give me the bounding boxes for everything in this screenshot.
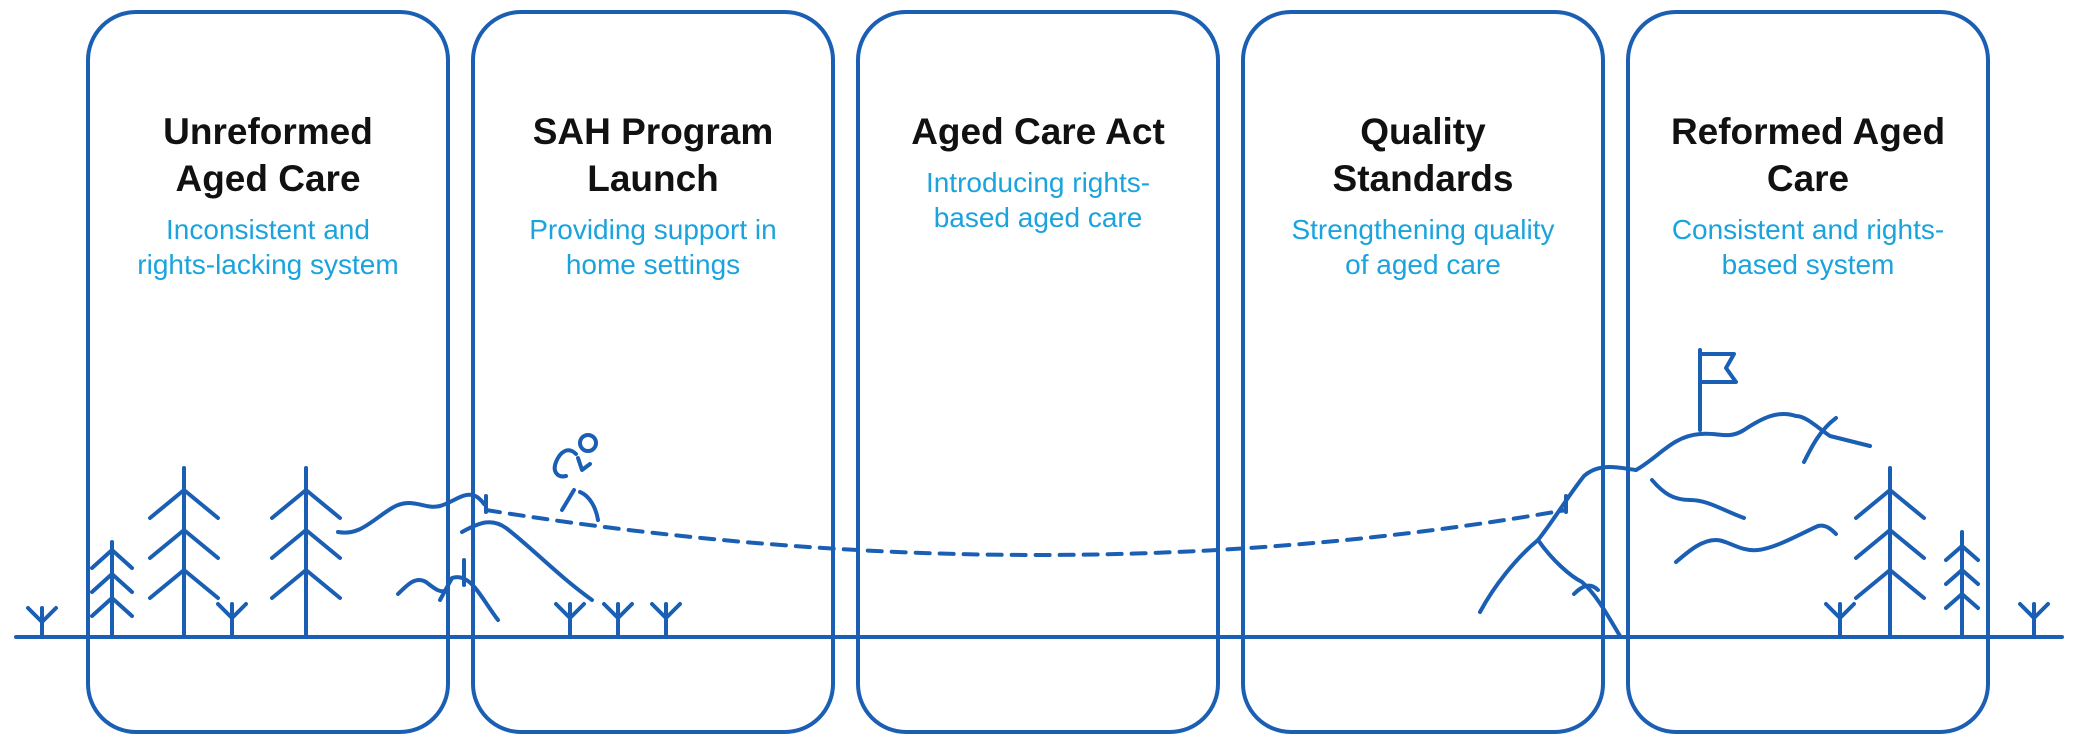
stage-panel-5 — [1626, 10, 1990, 734]
stage-panel-4 — [1241, 10, 1605, 734]
stage-4-title: Quality Standards — [1332, 111, 1514, 199]
stage-5-subtitle: Consistent and rights- based system — [1671, 214, 1945, 280]
grass-tuft-icon — [650, 602, 682, 639]
grass-tuft-icon — [1824, 602, 1856, 639]
grass-tuft-icon — [216, 602, 248, 639]
mountain-icon — [336, 492, 594, 622]
stage-1-title: Unreformed Aged Care — [163, 111, 373, 199]
grass-tuft-icon — [554, 602, 586, 639]
stage-1-text: Unreformed Aged Care Inconsistent and ri… — [98, 108, 438, 282]
stage-2-title: SAH Program Launch — [532, 111, 774, 199]
grass-tuft-icon — [26, 606, 58, 639]
grass-tuft-icon — [2018, 602, 2050, 639]
tree-icon — [90, 540, 134, 639]
stage-5-title: Reformed Aged Care — [1670, 111, 1946, 199]
stage-2-text: SAH Program Launch Providing support in … — [483, 108, 823, 282]
rope-bridge-path — [484, 508, 1568, 557]
tree-icon — [1944, 530, 1980, 639]
stage-1-subtitle: Inconsistent and rights-lacking system — [137, 214, 399, 280]
mountain-icon — [1478, 411, 1872, 638]
tree-icon — [270, 466, 342, 639]
stage-5-text: Reformed Aged Care Consistent and rights… — [1638, 108, 1978, 282]
tree-icon — [1854, 466, 1926, 639]
grass-tuft-icon — [602, 602, 634, 639]
stage-panel-1 — [86, 10, 450, 734]
stage-3-text: Aged Care Act Introducing rights- based … — [868, 108, 1208, 235]
stage-panel-3 — [856, 10, 1220, 734]
stage-4-subtitle: Strengthening quality of aged care — [1291, 214, 1555, 280]
tree-icon — [148, 466, 220, 639]
stage-2-subtitle: Providing support in home settings — [529, 214, 777, 280]
hiker-icon — [552, 433, 600, 522]
stage-3-title: Aged Care Act — [911, 111, 1165, 152]
stage-3-subtitle: Introducing rights- based aged care — [925, 167, 1151, 233]
stage-panel-2 — [471, 10, 835, 734]
stage-4-text: Quality Standards Strengthening quality … — [1253, 108, 1593, 282]
flag-icon — [1698, 348, 1738, 432]
